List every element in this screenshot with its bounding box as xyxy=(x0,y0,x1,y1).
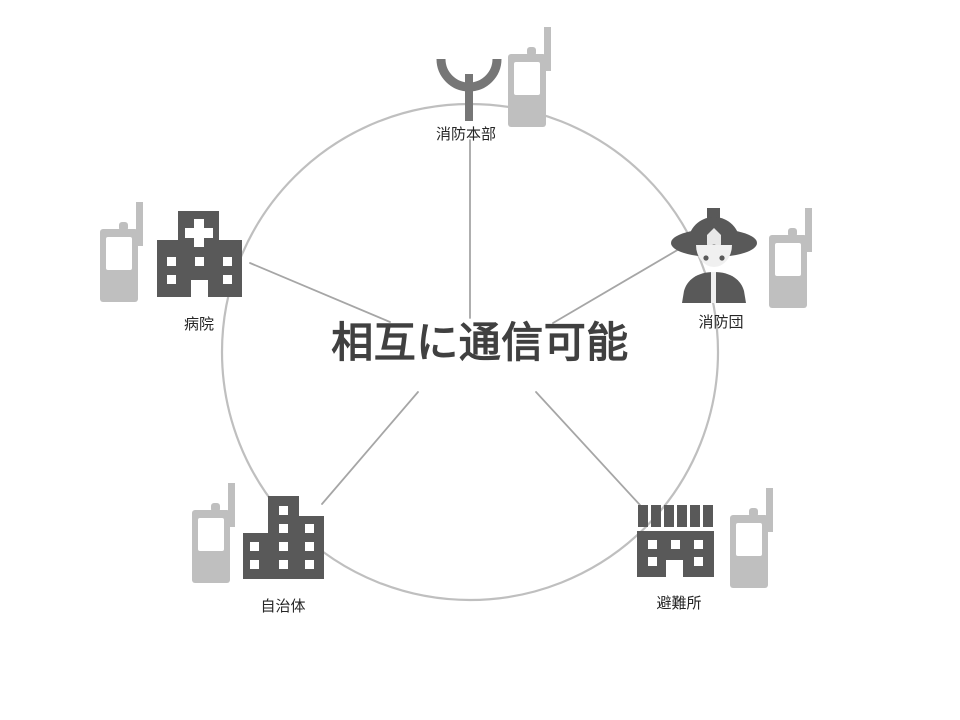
node-label-fire-brigade: 消防団 xyxy=(698,314,744,331)
walkie-talkie-icon xyxy=(192,483,235,583)
center-message: 相互に通信可能 xyxy=(331,319,629,366)
node-label-local-government: 自治体 xyxy=(260,598,306,615)
walkie-talkie-icon xyxy=(508,27,551,127)
office-building-icon xyxy=(243,496,324,579)
walkie-talkie-icon xyxy=(730,488,773,588)
spoke-local-government xyxy=(321,391,419,505)
antenna-icon xyxy=(436,58,502,121)
node-label-fire-headquarters: 消防本部 xyxy=(435,126,496,143)
node-label-hospital: 病院 xyxy=(183,316,214,333)
firefighter-icon xyxy=(671,208,757,303)
walkie-talkie-icon xyxy=(100,202,143,302)
shelter-building-icon xyxy=(637,505,714,577)
spoke-evacuation-shelter xyxy=(535,391,641,506)
spoke-fire-brigade xyxy=(552,244,687,324)
node-evacuation-shelter[interactable] xyxy=(637,488,773,588)
node-fire-brigade[interactable] xyxy=(671,208,812,308)
hospital-building-icon xyxy=(157,211,242,297)
node-fire-headquarters[interactable] xyxy=(436,27,551,127)
walkie-talkie-icon xyxy=(769,208,812,308)
spoke-hospital xyxy=(249,262,391,323)
node-label-evacuation-shelter: 避難所 xyxy=(656,595,702,612)
node-hospital[interactable] xyxy=(100,202,242,302)
spoke-lines xyxy=(249,139,687,506)
node-local-government[interactable] xyxy=(192,483,324,583)
